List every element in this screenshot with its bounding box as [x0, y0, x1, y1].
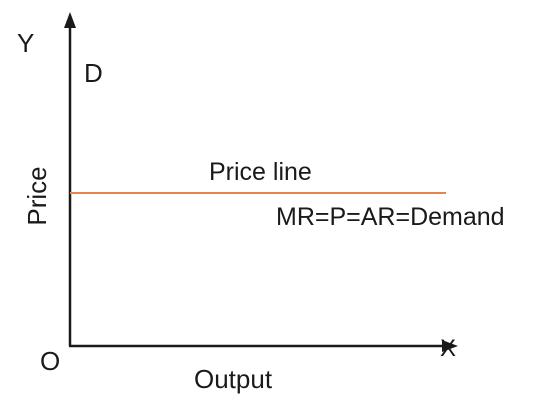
price-line-equation: MR=P=AR=Demand	[276, 203, 505, 231]
x-axis-arrowhead	[442, 340, 458, 352]
x-axis-title: Output	[194, 364, 273, 394]
y-axis-title: Price	[22, 166, 52, 225]
y-axis-letter: Y	[17, 28, 34, 58]
origin-label: O	[40, 346, 60, 376]
price-line-label: Price line	[209, 158, 312, 186]
demand-label: D	[84, 58, 103, 88]
x-axis-letter: X	[440, 335, 456, 362]
y-axis-arrowhead	[64, 12, 76, 28]
